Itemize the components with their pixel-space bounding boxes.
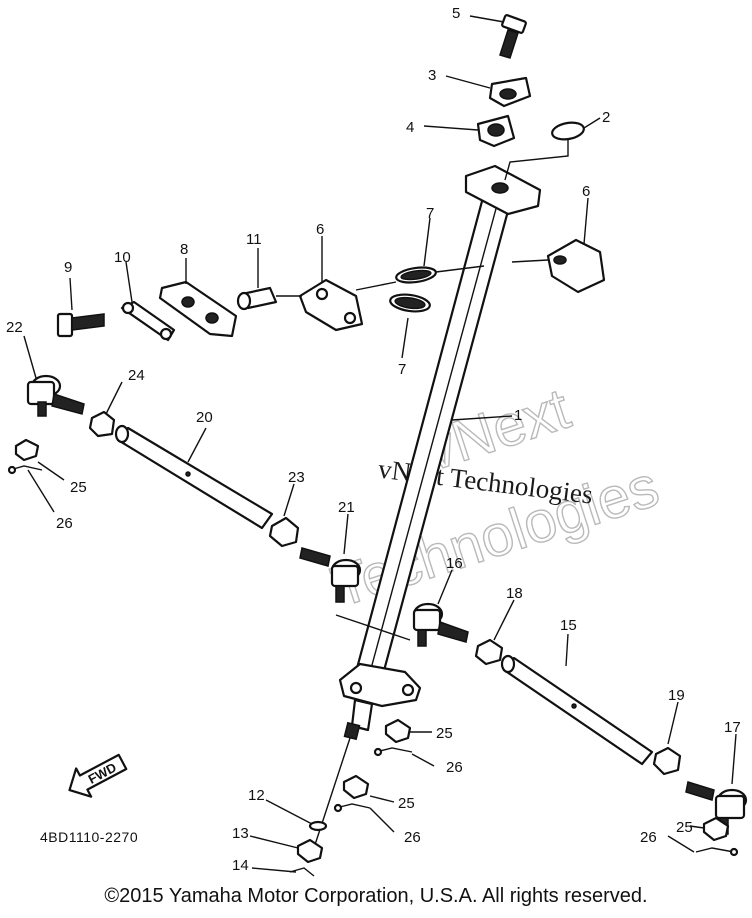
holder-guide-line [355,281,397,291]
part-14-pin [289,867,315,877]
part-4-clamp [476,114,516,148]
callout-5: 5 [452,5,460,22]
part-26-pin-center-lower [333,803,371,813]
part-7-bushing-lower [389,293,431,313]
part-26-pin-left [7,465,43,475]
part-26-pin-right [695,847,739,857]
part-18-nut [474,638,504,666]
part-2-cap [504,121,585,181]
part-24-nut [88,410,116,438]
callout-leaders [23,15,737,873]
part-21-tie-rod-end [299,547,362,603]
part-15-tie-rod [500,654,654,766]
callout-21: 21 [338,499,355,516]
part-25-nut-center-upper [384,718,412,744]
callout-23: 23 [288,469,305,486]
callout-25-left: 25 [70,479,87,496]
part-3-clamp [488,76,532,108]
callout-26-center-upper: 26 [446,759,463,776]
callout-12: 12 [248,787,265,804]
callout-26-left: 26 [56,515,73,532]
callout-4: 4 [406,119,414,136]
part-11-collar [236,286,302,311]
part-6-right-holder [511,238,606,294]
callout-7-upper: 7 [426,205,434,222]
part-16-tie-rod-end [412,602,469,647]
part-25-nut-center-lower [342,774,370,800]
callout-labels: 5 3 4 2 6 6 7 7 11 8 10 9 22 24 20 1 25 … [6,5,741,874]
callout-20: 20 [196,409,213,426]
copyright-notice: ©2015 Yamaha Motor Corporation, U.S.A. A… [104,885,648,907]
callout-17: 17 [724,719,741,736]
part-23-nut [268,516,300,548]
callout-26-right: 26 [640,829,657,846]
callout-11: 11 [246,231,262,248]
callout-18: 18 [506,585,523,602]
callout-25-center-lower: 25 [398,795,415,812]
callout-6-right: 6 [582,183,590,200]
part-5-bolt [499,14,527,59]
part-26-pin-center-upper [373,747,413,757]
part-19-nut [652,746,682,776]
part-7-bushing-upper [395,266,437,284]
part-6-left-holder [298,278,364,332]
part-25-nut-right [702,816,730,842]
holder-guide-line-2 [435,265,485,273]
callout-6-left: 6 [316,221,324,238]
fwd-arrow-icon: FWD [68,753,128,798]
callout-13: 13 [232,825,249,842]
callout-16: 16 [446,555,463,572]
callout-22: 22 [6,319,23,336]
callout-24: 24 [128,367,145,384]
part-12-washer [308,820,328,832]
watermark: vNext Technologies vNext Technologies [323,375,666,620]
part-20-tie-rod [114,424,274,530]
callout-1: 1 [514,407,522,424]
callout-8: 8 [180,241,188,258]
callout-25-right: 25 [676,819,693,836]
callout-2: 2 [602,109,610,126]
part-10-plate [120,300,176,342]
callout-9: 9 [64,259,72,276]
part-13-nut [296,838,324,864]
reference-code: 4BD1110-2270 [40,829,138,845]
callout-3: 3 [428,67,436,84]
part-9-bolt [56,312,105,338]
callout-19: 19 [668,687,685,704]
callout-7-lower: 7 [398,361,406,378]
callout-26-center-lower: 26 [404,829,421,846]
steering-column [309,164,542,861]
part-25-nut-left [14,438,40,462]
callout-25-center-upper: 25 [436,725,453,742]
part-22-tie-rod-end [26,374,85,417]
callout-15: 15 [560,617,577,634]
callout-14: 14 [232,857,249,874]
callout-10: 10 [114,249,131,266]
